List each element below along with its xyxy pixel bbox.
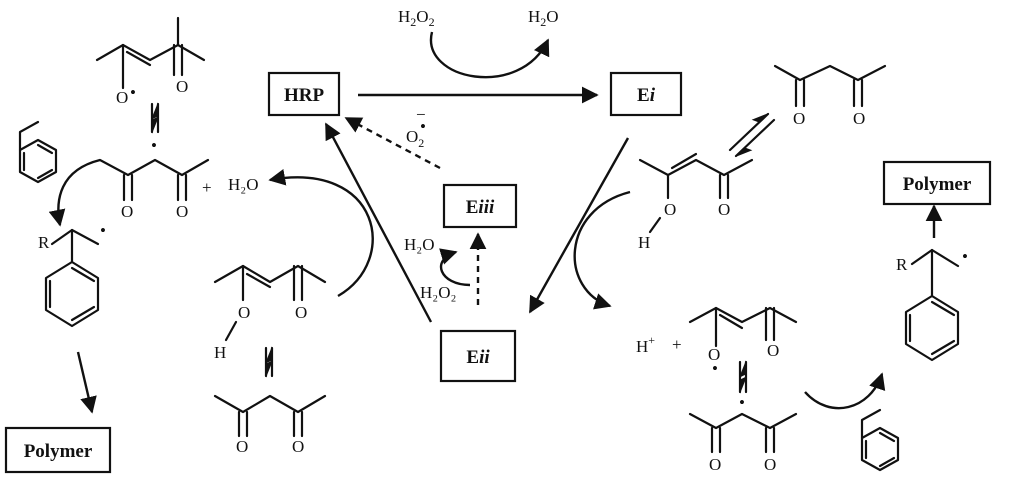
hrp-label: HRP (284, 85, 325, 106)
svg-text:O: O (709, 455, 721, 474)
arrow-h2o2-to-h2o-eiii (439, 248, 471, 287)
polymer-right-label: Polymer (903, 174, 972, 195)
arrow-eiii-to-hrp (344, 116, 441, 170)
equilibrium-arrows-right-top (728, 112, 776, 158)
svg-text:R: R (38, 233, 50, 252)
h2o2-top-label: H2O2 (398, 7, 435, 29)
diketone-lower-left: O O (213, 394, 327, 456)
svg-text:O: O (116, 88, 128, 107)
equilibrium-arrows-right-bottom (738, 360, 748, 394)
equilibrium-arrows-left-bottom (264, 346, 274, 378)
svg-text:O: O (664, 200, 676, 219)
diketone-radical-left: O O • (98, 136, 210, 221)
eiii-label: E (466, 197, 479, 218)
arrow-enol-to-proton (573, 190, 631, 310)
hrp-box: HRP (267, 71, 341, 117)
svg-text:O: O (764, 455, 776, 474)
arrow-h2o2-to-h2o (429, 31, 550, 79)
h2o-top-label: H2O (528, 7, 559, 29)
ei-box: Ei (609, 71, 683, 117)
diketone-top-right: O O (773, 64, 887, 128)
svg-text:•: • (151, 136, 157, 155)
ei-label: E (637, 85, 650, 106)
svg-text:Eiii: Eiii (466, 197, 495, 218)
svg-text:O: O (767, 341, 779, 360)
svg-text:O: O (793, 109, 805, 128)
svg-text:•: • (100, 221, 106, 240)
svg-text:Ei: Ei (637, 85, 656, 106)
enol-radical-top-left: O O • (95, 16, 206, 107)
svg-text:•: • (712, 359, 718, 378)
superoxide-dot: • (420, 117, 426, 136)
superoxide-label: O2 (406, 127, 424, 150)
svg-text:O: O (853, 109, 865, 128)
eii-suffix: ii (479, 347, 490, 368)
svg-text:O: O (292, 437, 304, 456)
arrow-styrene-to-radical-right (804, 372, 886, 410)
svg-text:O: O (121, 202, 133, 221)
arrow-eii-to-hrp (324, 122, 433, 323)
superoxide-charge: − (416, 105, 426, 124)
eiii-box: Eiii (442, 183, 518, 229)
svg-text:•: • (962, 247, 968, 266)
svg-text:O: O (176, 77, 188, 96)
plus-right: + (672, 335, 682, 354)
svg-text:O: O (176, 202, 188, 221)
arrow-ei-to-eii (528, 137, 630, 314)
h2o-eiii-label: H₂O (404, 235, 434, 254)
svg-text:O: O (236, 437, 248, 456)
proton-label: H+ (636, 333, 655, 356)
eii-label: E (466, 347, 479, 368)
polymer-left-label: Polymer (24, 441, 93, 462)
h2o-mid-label: H₂O (228, 175, 258, 194)
eiii-suffix: iii (478, 197, 495, 218)
svg-text:R: R (896, 255, 908, 274)
ei-suffix: i (650, 85, 656, 106)
h2o2-eiii-label: H₂O₂ (420, 283, 456, 302)
svg-text:O: O (718, 200, 730, 219)
svg-text:O: O (238, 303, 250, 322)
arrow-enol-to-h2o (268, 169, 374, 298)
svg-text:Eii: Eii (466, 347, 490, 368)
eii-box: Eii (439, 329, 517, 383)
enol-radical-right: O O • (688, 306, 798, 378)
benzyl-radical-left: R • (38, 221, 106, 328)
equilibrium-arrows-left-top (150, 102, 160, 134)
polymer-left-box: Polymer (4, 426, 112, 474)
svg-text:O: O (708, 345, 720, 364)
enol-lower-left: O O H (213, 264, 327, 362)
diketone-radical-right: O O • (688, 393, 798, 474)
styrene-left (18, 120, 58, 184)
benzyl-radical-right: R • (896, 247, 968, 362)
arrow-to-polymer-left (76, 351, 97, 414)
arrow-styrene-to-radical (48, 158, 101, 227)
svg-text:H: H (214, 343, 226, 362)
svg-text:•: • (130, 83, 136, 102)
plus-left: + (202, 178, 212, 197)
enol-right: O O H (638, 152, 754, 252)
polymer-right-box: Polymer (882, 160, 992, 206)
svg-text:H: H (638, 233, 650, 252)
svg-text:O: O (295, 303, 307, 322)
styrene-right (860, 408, 900, 472)
svg-text:•: • (739, 393, 745, 412)
